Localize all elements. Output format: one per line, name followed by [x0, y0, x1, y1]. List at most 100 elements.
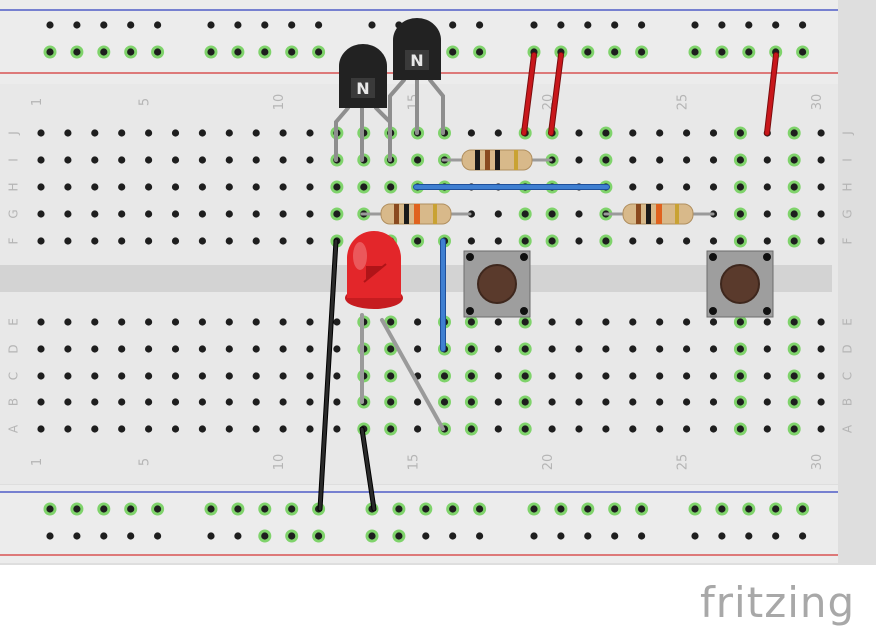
row-label: B	[841, 398, 855, 406]
hole	[602, 129, 610, 137]
hole	[225, 345, 233, 353]
rail-hole	[100, 532, 108, 540]
hole	[763, 156, 771, 164]
hole	[683, 345, 691, 353]
hole	[198, 398, 206, 406]
hole	[521, 345, 529, 353]
rail-hole	[638, 505, 646, 513]
hole	[252, 318, 260, 326]
rail-hole	[288, 532, 296, 540]
hole	[279, 425, 287, 433]
row-label: B	[7, 398, 21, 406]
rail-hole	[772, 505, 780, 513]
hole	[333, 372, 341, 380]
center-channel	[0, 265, 832, 292]
rail-hole	[207, 21, 215, 29]
hole	[790, 398, 798, 406]
hole	[279, 156, 287, 164]
rail-hole	[422, 532, 430, 540]
transistor-legs	[334, 78, 445, 162]
row-label: J	[841, 131, 855, 136]
hole	[91, 372, 99, 380]
hole	[145, 129, 153, 137]
hole	[656, 398, 664, 406]
hole	[37, 318, 45, 326]
hole	[683, 398, 691, 406]
rail-hole	[476, 505, 484, 513]
rail-hole	[127, 21, 135, 29]
hole	[709, 183, 718, 191]
hole	[171, 398, 180, 406]
hole	[64, 318, 72, 326]
hole	[279, 183, 287, 191]
hole	[225, 183, 233, 191]
column-label: 25	[676, 94, 691, 111]
rail-hole	[154, 532, 162, 540]
hole	[817, 183, 825, 191]
hole	[709, 237, 718, 245]
column-label: 25	[676, 454, 691, 471]
pushbutton-2	[706, 250, 774, 318]
hole	[171, 129, 180, 137]
rail-hole	[718, 505, 726, 513]
rail-hole	[46, 21, 54, 29]
hole	[709, 425, 718, 433]
hole	[548, 345, 556, 353]
hole	[306, 210, 314, 218]
row-label: F	[7, 237, 21, 244]
hole	[817, 237, 825, 245]
hole	[279, 345, 287, 353]
hole	[64, 183, 72, 191]
hole	[575, 425, 583, 433]
rail-hole	[530, 21, 538, 29]
rail-hole	[691, 505, 699, 513]
hole	[683, 156, 691, 164]
hole	[467, 398, 475, 406]
row-label: C	[841, 372, 855, 380]
hole	[629, 345, 637, 353]
hole	[790, 183, 798, 191]
hole	[145, 183, 153, 191]
hole	[198, 129, 206, 137]
hole	[629, 129, 637, 137]
hole	[91, 318, 99, 326]
hole	[279, 237, 287, 245]
hole	[736, 425, 745, 433]
hole	[171, 425, 180, 433]
hole	[252, 183, 260, 191]
hole	[252, 210, 260, 218]
hole	[709, 156, 718, 164]
hole	[467, 237, 475, 245]
row-label: A	[841, 424, 855, 433]
transistor-2: N	[393, 18, 441, 80]
hole	[467, 318, 475, 326]
rail-hole	[799, 21, 807, 29]
hole	[198, 237, 206, 245]
rail-hole	[127, 532, 135, 540]
rail-hole	[261, 505, 269, 513]
black-wires	[317, 238, 377, 512]
row-label: E	[7, 318, 21, 326]
rail-hole	[799, 505, 807, 513]
rail-hole	[207, 505, 215, 513]
column-label: 5	[138, 98, 153, 106]
red-led	[345, 231, 403, 309]
hole	[279, 129, 287, 137]
hole	[629, 156, 637, 164]
hole	[198, 210, 206, 218]
hole	[306, 372, 314, 380]
hole	[683, 372, 691, 380]
hole	[171, 318, 180, 326]
hole	[252, 156, 260, 164]
hole	[709, 345, 718, 353]
hole	[64, 156, 72, 164]
hole	[736, 345, 745, 353]
rail-hole	[73, 532, 81, 540]
hole	[252, 425, 260, 433]
hole	[629, 237, 637, 245]
hole	[629, 398, 637, 406]
hole	[91, 425, 99, 433]
rail-hole	[718, 48, 726, 56]
hole	[790, 129, 798, 137]
